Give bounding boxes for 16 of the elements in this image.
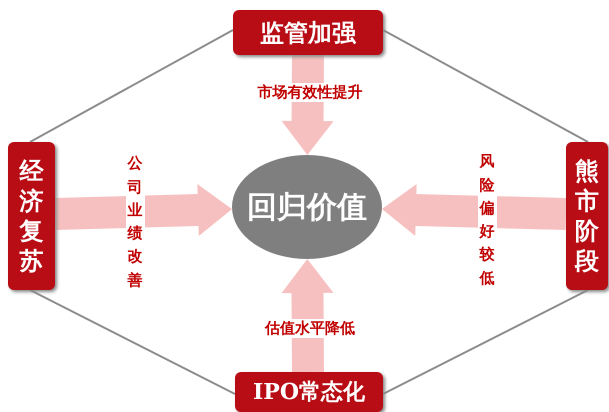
connector-line: [30, 29, 234, 143]
factor-box: [233, 10, 383, 55]
node-text: 熊市阶段: [575, 156, 599, 276]
edge-label: 市场有效性提升: [258, 82, 362, 102]
connector-line: [382, 29, 588, 143]
factor-box: [235, 372, 383, 412]
value-ellipse: [232, 155, 382, 259]
connector-line: [382, 289, 588, 395]
node-text: 监管加强: [260, 16, 356, 48]
edge-label: 估值水平降低: [265, 318, 355, 338]
node-text: 经济复苏: [20, 156, 44, 276]
connector-line: [30, 289, 236, 395]
factor-box: [8, 142, 55, 290]
node-text: 回归价值: [247, 188, 367, 226]
node-text: IPO常态化: [253, 378, 365, 407]
factor-box: [566, 142, 608, 290]
